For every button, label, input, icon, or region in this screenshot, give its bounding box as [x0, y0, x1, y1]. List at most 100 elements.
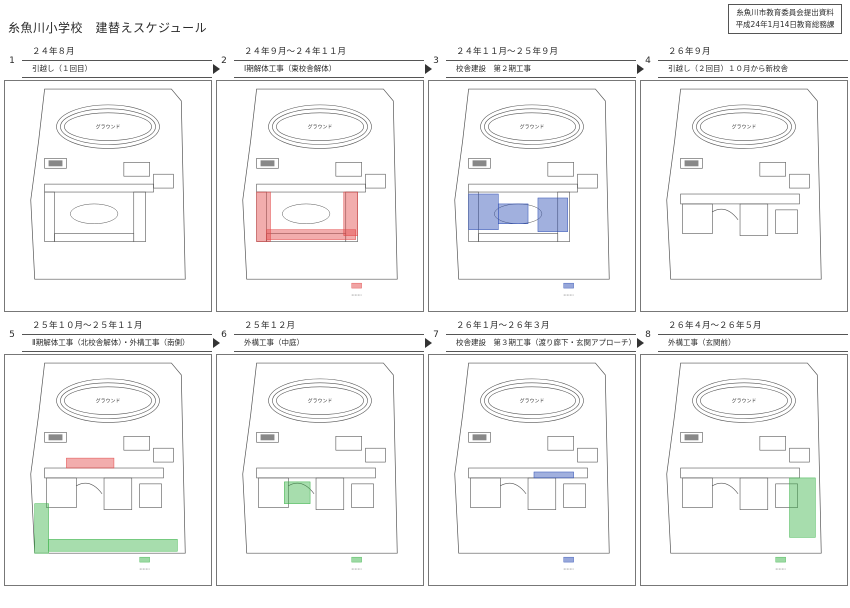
corridor — [44, 467, 164, 479]
running-track — [64, 386, 152, 415]
site-boundary — [242, 362, 398, 554]
header-rule — [22, 334, 212, 335]
running-track — [268, 104, 372, 149]
new-building-center — [315, 477, 345, 510]
site-plan-drawing: グラウンド — [666, 88, 822, 280]
site-plan: グラウンド — [4, 354, 212, 586]
header-rule — [234, 60, 424, 61]
west-wing — [44, 191, 55, 242]
building-east — [153, 447, 174, 463]
legend-swatch — [775, 556, 786, 563]
pool-water — [260, 434, 275, 441]
exterior-works-area — [34, 503, 49, 554]
site-plan: グラウンド — [216, 80, 424, 312]
step-number: 7 — [433, 330, 439, 340]
site-boundary — [242, 88, 398, 280]
site-plan: グラウンド — [428, 80, 636, 312]
site-boundary — [454, 362, 610, 554]
ground-label: グラウンド — [308, 124, 333, 131]
site-boundary — [30, 88, 186, 280]
pool-water — [472, 160, 487, 167]
new-building-east — [139, 483, 162, 508]
step-date: ２５年１０月～２５年１１月 — [32, 321, 143, 331]
header-lines: ２６年９月引越し（２回目）１０月から新校舎 — [658, 44, 848, 78]
legend-swatch — [351, 556, 362, 563]
running-track — [268, 378, 372, 423]
running-track — [276, 112, 364, 141]
courtyard — [282, 203, 331, 224]
header-rule — [22, 351, 212, 352]
ground-label: グラウンド — [520, 124, 545, 131]
running-track — [700, 386, 788, 415]
step-date: ２４年９月～２４年１１月 — [244, 47, 347, 57]
pool — [44, 158, 67, 169]
site-plan-drawing: グラウンド — [242, 362, 398, 570]
pool — [468, 432, 491, 443]
site-boundary — [30, 362, 186, 554]
running-track — [696, 382, 792, 419]
new-building-east — [775, 483, 798, 508]
building-east — [789, 173, 810, 189]
new-building-west — [682, 477, 713, 508]
pool — [256, 158, 279, 169]
legend-swatch — [563, 556, 574, 563]
step-date: ２４年１１月～２５年９月 — [456, 47, 559, 57]
step-description: 校舎建設 第２期工事 — [456, 64, 531, 73]
header-rule — [446, 334, 636, 335]
building-east — [577, 173, 598, 189]
step-description: 引越し（２回目）１０月から新校舎 — [668, 64, 788, 73]
new-building-east — [351, 483, 374, 508]
new-building-west — [682, 203, 713, 234]
site-plan: グラウンド — [640, 80, 848, 312]
site-plan-drawing: グラウンド — [30, 362, 186, 570]
entrance-arc — [712, 208, 739, 220]
step-date: ２４年８月 — [32, 47, 75, 57]
next-step-arrow-icon — [213, 64, 220, 74]
exterior-works-area — [284, 481, 311, 504]
entrance-arc — [288, 482, 315, 494]
north-building — [468, 183, 578, 193]
ground-label: グラウンド — [520, 398, 545, 405]
header-rule — [658, 77, 848, 78]
legend-swatch — [139, 556, 150, 563]
header-rule — [658, 334, 848, 335]
east-wing — [133, 191, 146, 242]
pool — [468, 158, 491, 169]
pool-water — [48, 160, 63, 167]
next-step-arrow-icon — [425, 64, 432, 74]
entrance-arc — [500, 482, 527, 494]
gymnasium — [335, 162, 362, 177]
running-track — [692, 378, 796, 423]
gymnasium — [547, 162, 574, 177]
site-plan-drawing: グラウンド — [454, 362, 610, 570]
step-date: ２６年１月～２６年３月 — [456, 321, 550, 331]
running-track — [700, 112, 788, 141]
document-title: 糸魚川小学校 建替えスケジュール — [8, 21, 208, 35]
construction-area — [498, 203, 529, 224]
running-track — [56, 104, 160, 149]
south-building — [54, 233, 135, 242]
step-number: 2 — [221, 56, 227, 66]
pool — [256, 432, 279, 443]
running-track — [276, 386, 364, 415]
step-description: 外構工事（中庭） — [244, 338, 304, 347]
building-east — [365, 173, 386, 189]
new-building-center — [527, 477, 557, 510]
new-building-east — [563, 483, 586, 508]
running-track — [272, 382, 368, 419]
running-track — [60, 382, 156, 419]
site-boundary — [454, 88, 610, 280]
next-step-arrow-icon — [213, 338, 220, 348]
